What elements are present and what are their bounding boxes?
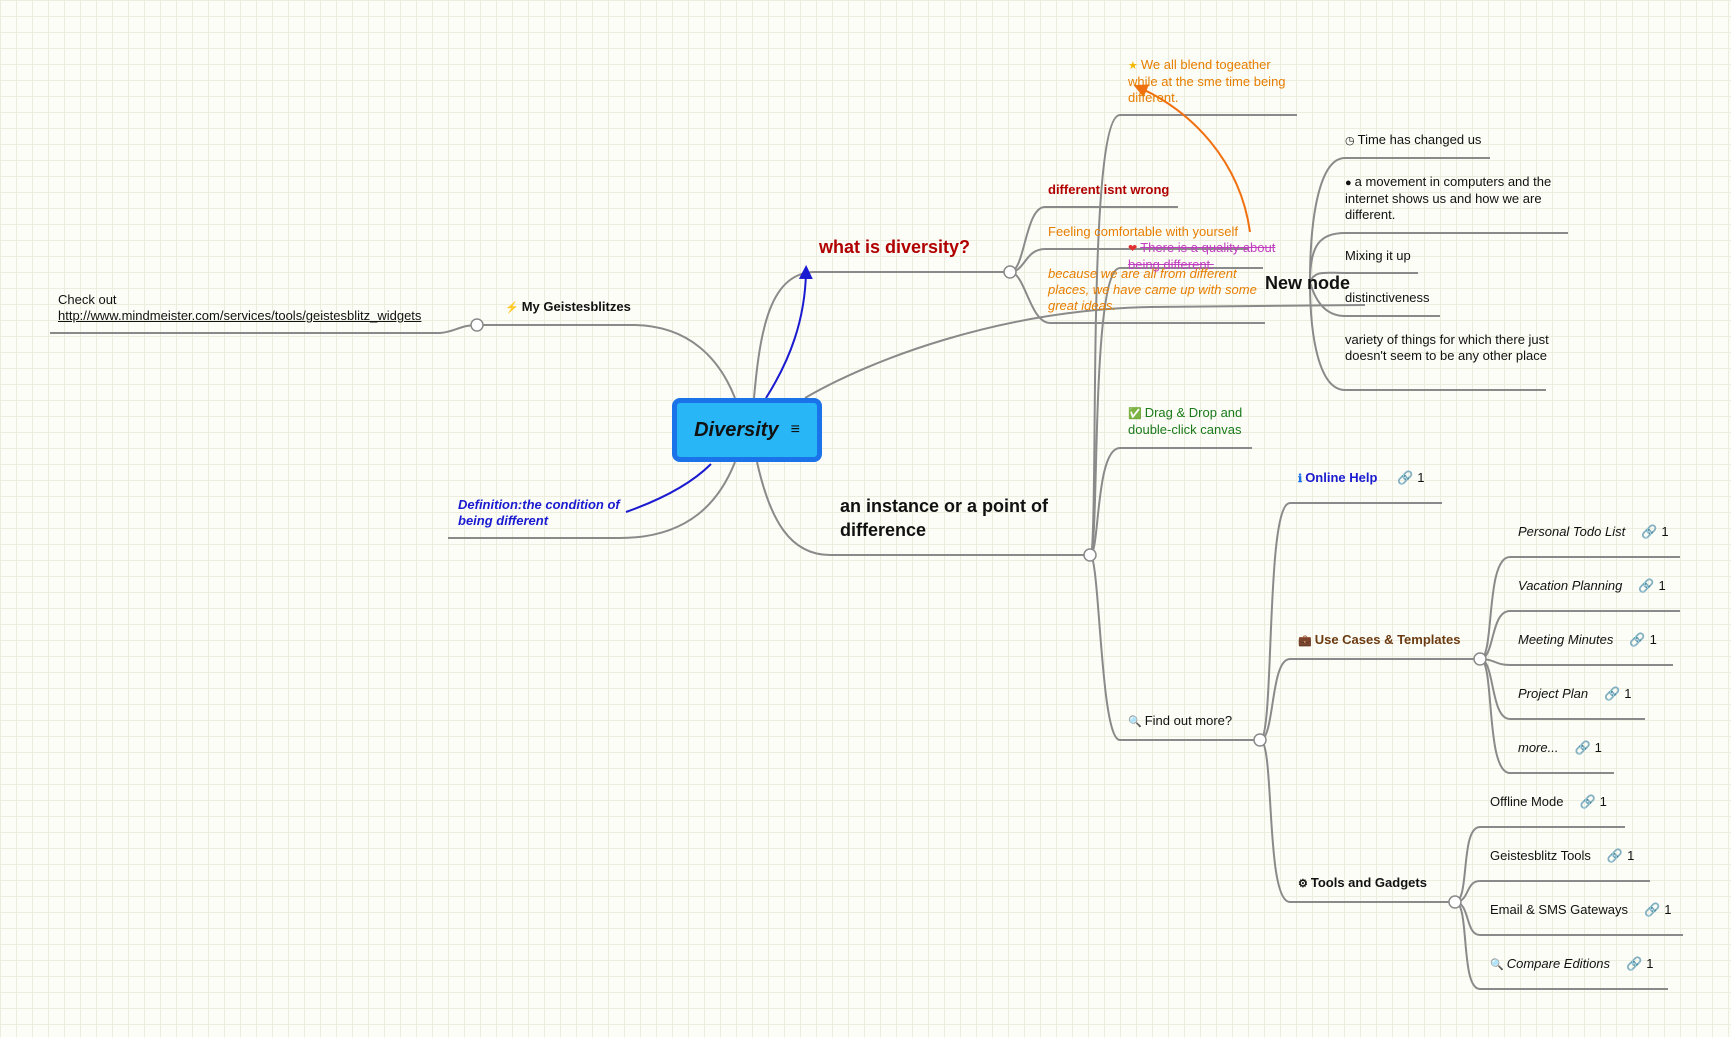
- clock-icon: ◷: [1345, 135, 1355, 147]
- node-blend[interactable]: ★We all blend togeather while at the sme…: [1128, 57, 1286, 105]
- link-icon: 🔗: [1574, 740, 1591, 755]
- apple-icon: ●: [1345, 177, 1352, 189]
- node-distinctiveness[interactable]: distinctiveness: [1345, 290, 1430, 305]
- briefcase-icon: 💼: [1298, 635, 1312, 647]
- magnifier-icon: 🔍: [1490, 959, 1504, 971]
- link-icon: 🔗: [1606, 848, 1624, 863]
- node-tools-gadgets[interactable]: ⚙Tools and Gadgets: [1298, 875, 1427, 890]
- node-checkout[interactable]: Check out http://www.mindmeister.com/ser…: [58, 292, 421, 324]
- node-movement[interactable]: ●a movement in computers and the interne…: [1345, 174, 1552, 222]
- link-count[interactable]: 🔗1: [1604, 686, 1632, 701]
- heart-icon: ❤: [1128, 243, 1138, 255]
- root-label: Diversity: [694, 418, 779, 441]
- node-definition[interactable]: Definition:the condition of being differ…: [458, 497, 620, 528]
- gear-icon: ⚙: [1298, 878, 1308, 890]
- node-drag-drop[interactable]: ✅Drag & Drop and double-click canvas: [1128, 405, 1243, 437]
- link-count[interactable]: 🔗1: [1626, 956, 1654, 971]
- node-new-node[interactable]: New node: [1265, 273, 1351, 293]
- node-instance[interactable]: an instance or a point of difference: [840, 496, 1049, 540]
- item-compare-editions[interactable]: 🔍Compare Editions🔗1: [1490, 956, 1654, 971]
- node-what-is-diversity[interactable]: what is diversity?: [819, 237, 971, 257]
- item-offline-mode[interactable]: Offline Mode🔗1: [1490, 794, 1607, 809]
- checkout-link[interactable]: http://www.mindmeister.com/services/tool…: [58, 308, 422, 323]
- node-different-isnt-wrong[interactable]: different isnt wrong: [1048, 182, 1170, 197]
- link-icon: 🔗: [1604, 686, 1621, 701]
- note-icon[interactable]: ≡: [790, 421, 800, 438]
- node-mixing[interactable]: Mixing it up: [1345, 248, 1411, 263]
- node-because[interactable]: because we are all from different places…: [1048, 266, 1257, 313]
- link-icon: 🔗: [1641, 524, 1658, 539]
- link-icon: 🔗: [1638, 578, 1655, 593]
- link-icon: 🔗: [1629, 632, 1646, 647]
- node-use-cases[interactable]: 💼Use Cases & Templates: [1298, 632, 1461, 647]
- item-more[interactable]: more...🔗1: [1518, 740, 1602, 755]
- link-count[interactable]: 🔗1: [1579, 794, 1607, 809]
- item-personal-todo[interactable]: Personal Todo List🔗1: [1518, 524, 1669, 539]
- link-count[interactable]: 🔗1: [1574, 740, 1602, 755]
- link-icon: 🔗: [1579, 794, 1596, 809]
- star-icon: ★: [1128, 60, 1138, 72]
- node-quality[interactable]: ❤There is a quality about being differen…: [1128, 240, 1276, 272]
- item-meeting-minutes[interactable]: Meeting Minutes🔗1: [1518, 632, 1657, 647]
- node-find-out-more[interactable]: 🔍Find out more?: [1128, 713, 1233, 728]
- link-icon: 🔗: [1644, 902, 1661, 917]
- link-count[interactable]: 🔗1: [1606, 848, 1635, 863]
- link-count[interactable]: 🔗1: [1638, 578, 1666, 593]
- item-email-sms[interactable]: Email & SMS Gateways🔗1: [1490, 902, 1672, 917]
- link-count[interactable]: 🔗1: [1644, 902, 1672, 917]
- info-icon: ℹ: [1298, 473, 1303, 485]
- root-node[interactable]: Diversity ≡: [672, 398, 822, 462]
- item-project-plan[interactable]: Project Plan🔗1: [1518, 686, 1632, 701]
- node-variety[interactable]: variety of things for which there just d…: [1345, 332, 1549, 363]
- item-vacation-planning[interactable]: Vacation Planning🔗1: [1518, 578, 1666, 593]
- node-time-changed[interactable]: ◷Time has changed us: [1345, 132, 1482, 147]
- node-my-geistesblitzes[interactable]: ⚡My Geistesblitzes: [505, 299, 631, 314]
- checkmark-icon: ✅: [1128, 408, 1142, 420]
- link-count[interactable]: 🔗1: [1629, 632, 1657, 647]
- checkout-text: Check out: [58, 292, 117, 307]
- link-icon: 🔗: [1626, 956, 1643, 971]
- magnifier-icon: 🔍: [1128, 716, 1142, 728]
- link-count[interactable]: 🔗1: [1397, 470, 1425, 485]
- node-feeling-comfortable[interactable]: Feeling comfortable with yourself: [1048, 224, 1239, 239]
- lightning-icon: ⚡: [505, 302, 519, 314]
- link-icon: 🔗: [1397, 470, 1414, 485]
- item-geistesblitz-tools[interactable]: Geistesblitz Tools🔗1: [1490, 848, 1635, 863]
- link-count[interactable]: 🔗1: [1641, 524, 1669, 539]
